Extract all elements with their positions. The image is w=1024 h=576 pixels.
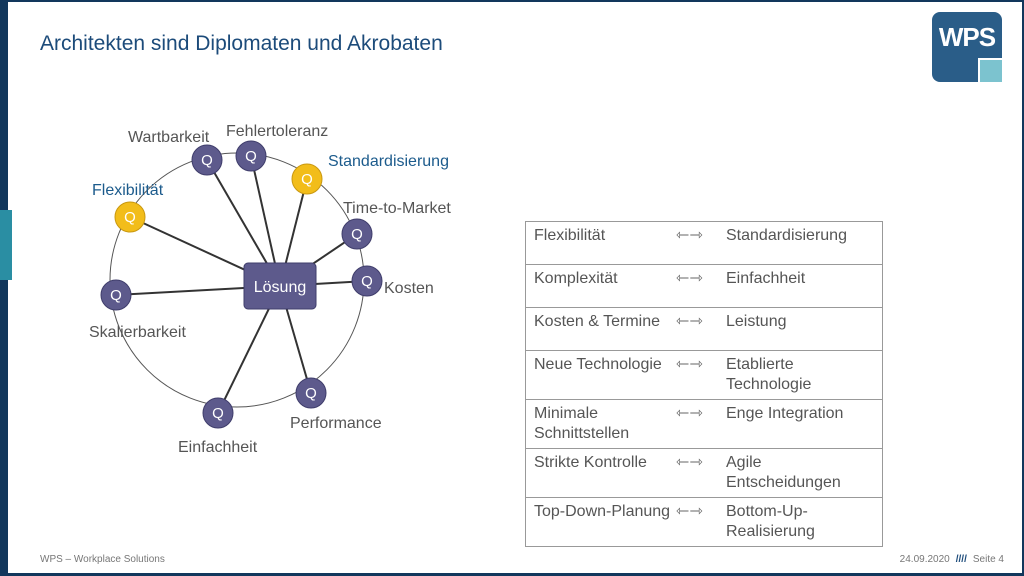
- footer-page: Seite 4: [972, 554, 1004, 565]
- quality-label: Time-to-Market: [343, 200, 451, 217]
- quality-node-symbol: Q: [305, 385, 317, 402]
- bidirectional-arrow-icon: ⇽⇾: [674, 399, 718, 449]
- quality-node-symbol: Q: [212, 405, 224, 422]
- tradeoff-row: Top-Down-Planung⇽⇾Bottom-Up-Realisierung: [525, 497, 883, 547]
- quality-node: [291, 163, 323, 195]
- wps-logo: WPS: [932, 12, 1002, 82]
- quality-node-symbol: Q: [351, 226, 363, 243]
- bidirectional-arrow-icon: ⇽⇾: [674, 350, 718, 400]
- logo-square: [978, 58, 1002, 82]
- quality-node: [191, 144, 223, 176]
- footer-separator: ////: [955, 554, 967, 565]
- quality-node-symbol: Q: [361, 273, 373, 290]
- quality-node: [235, 140, 267, 172]
- tradeoff-left: Top-Down-Planung: [525, 497, 674, 547]
- quality-node: [202, 397, 234, 429]
- quality-diagram: Lösung Q Q Q Q Q Q Q Q Q Wartbarkeit Fehlertolera…: [89, 123, 451, 456]
- footer-company: WPS – Workplace Solutions: [40, 554, 165, 565]
- tradeoff-right: Einfachheit: [718, 264, 883, 308]
- frame-bottom: [0, 573, 1024, 576]
- bidirectional-arrow-icon: ⇽⇾: [674, 448, 718, 498]
- tradeoff-left: Strikte Kontrolle: [525, 448, 674, 498]
- quality-node-symbol: Q: [245, 148, 257, 165]
- quality-label: Standardisierung: [328, 153, 449, 170]
- bidirectional-arrow-icon: ⇽⇾: [674, 221, 718, 265]
- quality-node-symbol: Q: [201, 152, 213, 169]
- solution-label: Lösung: [254, 279, 307, 296]
- tradeoff-row: Minimale Schnittstellen⇽⇾Enge Integratio…: [525, 399, 883, 449]
- footer-date: 24.09.2020: [899, 554, 950, 565]
- tradeoff-left: Minimale Schnittstellen: [525, 399, 674, 449]
- footer-page-info: 24.09.2020 //// Seite 4: [900, 554, 1004, 565]
- quality-node: [341, 218, 373, 250]
- tradeoff-right: Leistung: [718, 307, 883, 351]
- tradeoff-right: Enge Integration: [718, 399, 883, 449]
- quality-label: Fehlertoleranz: [226, 123, 328, 140]
- quality-node: [295, 377, 327, 409]
- tradeoff-row: Komplexität⇽⇾Einfachheit: [525, 264, 883, 308]
- bidirectional-arrow-icon: ⇽⇾: [674, 264, 718, 308]
- tradeoff-left: Komplexität: [525, 264, 674, 308]
- bidirectional-arrow-icon: ⇽⇾: [674, 497, 718, 547]
- quality-label: Performance: [290, 415, 382, 432]
- tradeoff-row: Neue Technologie⇽⇾Etablierte Technologie: [525, 350, 883, 400]
- quality-node-symbol: Q: [110, 287, 122, 304]
- slide-title: Architekten sind Diplomaten und Akrobate…: [40, 32, 443, 55]
- tradeoff-left: Neue Technologie: [525, 350, 674, 400]
- quality-node-symbol: Q: [301, 171, 313, 188]
- quality-label: Skalierbarkeit: [89, 324, 186, 341]
- tradeoff-right: Bottom-Up-Realisierung: [718, 497, 883, 547]
- tradeoff-right: Agile Entscheidungen: [718, 448, 883, 498]
- quality-node: [114, 201, 146, 233]
- frame-accent: [0, 210, 12, 280]
- frame-top: [0, 0, 1024, 2]
- quality-node-symbol: Q: [124, 209, 136, 226]
- tradeoff-right: Etablierte Technologie: [718, 350, 883, 400]
- tradeoff-row: Flexibilität⇽⇾Standardisierung: [525, 221, 883, 265]
- quality-label: Einfachheit: [178, 439, 258, 456]
- quality-node: [100, 279, 132, 311]
- quality-label: Wartbarkeit: [128, 129, 210, 146]
- tradeoff-row: Kosten & Termine⇽⇾Leistung: [525, 307, 883, 351]
- tradeoff-left: Flexibilität: [525, 221, 674, 265]
- solution-box: [243, 262, 317, 310]
- bidirectional-arrow-icon: ⇽⇾: [674, 307, 718, 351]
- tradeoff-right: Standardisierung: [718, 221, 883, 265]
- quality-label: Kosten: [384, 280, 434, 297]
- quality-label: Flexibilität: [92, 182, 164, 199]
- quality-node: [351, 265, 383, 297]
- tradeoff-row: Strikte Kontrolle⇽⇾Agile Entscheidungen: [525, 448, 883, 498]
- logo-text: WPS: [938, 22, 996, 52]
- frame-left: [0, 0, 8, 576]
- frame-right: [1022, 0, 1024, 576]
- tradeoff-left: Kosten & Termine: [525, 307, 674, 351]
